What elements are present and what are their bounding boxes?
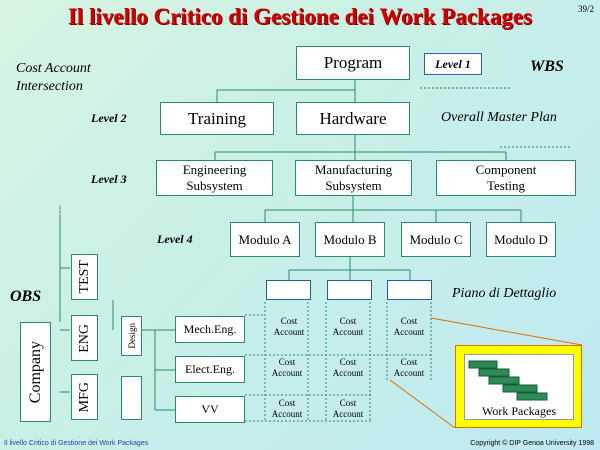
engineering-subsystem-box: Engineering Subsystem [156,160,273,196]
component-line1: Component [475,162,537,177]
hardware-label: Hardware [319,108,387,128]
program-label: Program [323,53,383,72]
engineering-line1: Engineering [182,162,247,177]
vv-label: VV [201,402,219,416]
gantt-bar-4 [502,384,538,393]
detail-box-1 [266,280,311,300]
overall-master-plan-label: Overall Master Plan [441,110,557,125]
gantt-bar-5 [516,392,548,401]
cost-account-text-1: Cost [339,398,357,408]
gantt-bar-1 [468,360,498,369]
engineering-line2: Subsystem [186,178,243,193]
mech-eng-box: Mech.Eng. [175,316,245,343]
detail-box-3 [387,280,432,300]
level-1-badge: Level 1 [424,53,482,75]
test-label: TEST [76,260,92,294]
company-box: Company [20,322,51,422]
cost-account-text-2: Account [332,409,364,419]
modulo-b-box: Modulo B [315,222,385,257]
gantt-bar-3 [488,376,520,385]
modulo-a-box: Modulo A [230,222,300,257]
modulo-d-box: Modulo D [486,222,556,257]
cost-account-intersection-label: Cost Account Intersection [16,60,91,96]
elect-eng-box: Elect.Eng. [175,356,245,383]
cost-account-line2: Intersection [16,79,83,94]
slide-number: 39/2 [577,4,594,14]
training-label: Training [188,108,246,128]
modulo-b-label: Modulo B [323,231,377,247]
wbs-label: WBS [530,58,564,75]
cost-account-text-1: Cost [400,316,418,326]
design-label: Design [126,323,137,349]
modulo-c-box: Modulo C [401,222,471,257]
level-3-label: Level 3 [91,172,127,186]
cost-account-text-1: Cost [278,398,296,408]
training-box: Training [160,102,274,135]
level-2-label: Level 2 [91,111,127,125]
modulo-d-label: Modulo D [494,231,548,247]
level-4-label: Level 4 [157,232,193,246]
level-1-label: Level 1 [435,56,471,71]
detail-box-2 [327,280,372,300]
mfg-label: MFG [76,381,92,413]
test-box: TEST [71,254,98,300]
footer-right: Copyright © DIP Genoa University 1998 [470,440,594,447]
footer-left: Il livello Critico di Gestione dei Work … [4,440,149,447]
gantt-chart [468,360,548,401]
elect-eng-label: Elect.Eng. [185,362,235,376]
manufacturing-subsystem-box: Manufacturing Subsystem [295,160,412,196]
cost-account-text-1: Cost [280,316,298,326]
component-line2: Testing [486,178,526,193]
gantt-bar-2 [478,368,510,377]
cost-account-text-1: Cost [400,357,418,367]
cost-account-text-2: Account [332,327,364,337]
cost-account-text-2: Account [273,327,305,337]
piano-di-dettaglio-label: Piano di Dettaglio [452,286,557,301]
company-label: Company [26,340,44,404]
hardware-box: Hardware [296,102,410,135]
program-box: Program [296,46,410,80]
modulo-a-label: Modulo A [238,231,292,247]
obs-label: OBS [10,288,42,305]
manufacturing-line2: Subsystem [325,178,382,193]
eng-label: ENG [76,323,92,353]
cost-account-text-2: Account [393,327,425,337]
blank-box [121,376,142,420]
eng-box: ENG [71,315,98,361]
work-packages-inner: Work Packages [464,354,574,420]
vv-box: VV [175,396,245,423]
cost-account-text-1: Cost [339,357,357,367]
cost-account-line1: Cost Account [16,61,91,76]
cost-account-text-2: Account [271,409,303,419]
cost-account-text-1: Cost [278,357,296,367]
cost-account-text-2: Account [332,368,364,378]
manufacturing-line1: Manufacturing [314,162,393,177]
design-box: Design [121,316,142,356]
cost-account-text-1: Cost [339,316,357,326]
mfg-box: MFG [71,374,98,420]
work-packages-label: Work Packages [481,404,556,418]
slide-title: Il livello Critico di Gestione dei Work … [67,4,533,29]
cost-account-text-2: Account [393,368,425,378]
modulo-c-label: Modulo C [409,231,463,247]
component-testing-box: Component Testing [436,160,576,196]
work-packages-panel: Work Packages [455,345,582,428]
cost-account-text-2: Account [271,368,303,378]
mech-eng-label: Mech.Eng. [183,322,237,336]
